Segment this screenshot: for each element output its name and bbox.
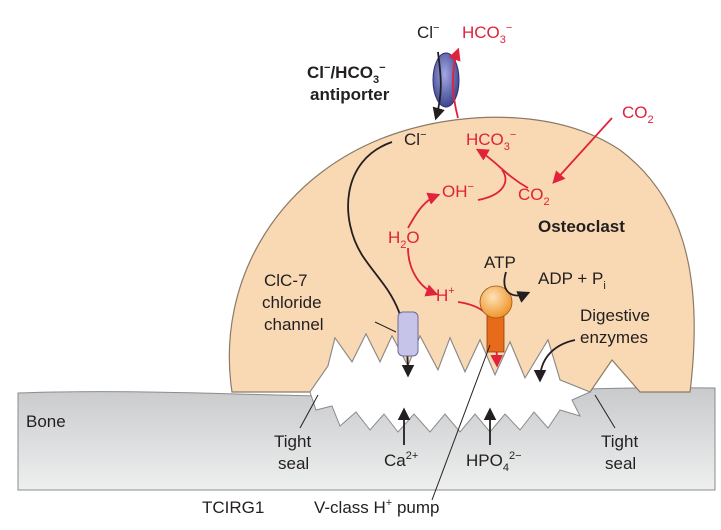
tight-seal-left-line1: Tight — [274, 432, 311, 451]
cl-inside-label: Cl− — [404, 129, 427, 149]
co2-inside-label: CO2 — [518, 185, 550, 208]
atp-arrow — [503, 271, 531, 303]
enzyme-arrow — [533, 339, 576, 383]
digestive-label-line1: Digestive — [580, 306, 650, 325]
vclass-pointer — [431, 344, 491, 501]
co2-right-label: CO2 — [622, 103, 654, 126]
hco3-out-arrow — [448, 47, 461, 119]
oh-to-hco3-arrow — [477, 169, 507, 201]
tight-seal-right-line1: Tight — [601, 432, 638, 451]
clc7-label-line1: ClC-7 — [264, 271, 307, 290]
tight-seal-left-line2: seal — [278, 454, 309, 473]
hco3-top-label: HCO3− — [462, 22, 512, 46]
clc7-label-line3: channel — [264, 315, 324, 334]
osteoclast-cell — [228, 116, 695, 393]
osteoclast-label: Osteoclast — [538, 217, 625, 236]
oh-label: OH− — [442, 181, 474, 201]
tight-seal-right-pointer — [594, 394, 616, 429]
cl-in-arrow — [432, 51, 445, 121]
hpo4-label: HPO42− — [466, 450, 522, 474]
co2-entry-arrow — [552, 117, 613, 184]
h2o-label: H2O — [388, 228, 420, 251]
antiporter-label-line1: Cl−/HCO3− — [307, 62, 386, 86]
tight-seal-left-pointer — [299, 394, 319, 429]
h2o-to-oh-arrow — [407, 192, 441, 229]
antiporter-label-line2: antiporter — [310, 85, 390, 104]
pump-head — [479, 285, 513, 319]
clc7-label-line2: chloride — [262, 293, 322, 312]
clc7-pointer — [374, 321, 397, 333]
h2o-to-h-arrow — [407, 247, 439, 297]
tight-seal-right-line2: seal — [605, 454, 636, 473]
co2-to-hco3-arrow — [475, 148, 529, 189]
hco3-inside-label: HCO3− — [466, 129, 516, 153]
adp-label: ADP + Pi — [538, 269, 606, 292]
tcirg1-label: TCIRG1 — [202, 498, 264, 517]
vclass-pump-label: V-class H+ pump — [314, 497, 439, 517]
digestive-label-line2: enzymes — [580, 328, 648, 347]
ca-label: Ca2+ — [384, 450, 418, 470]
chloride-channel — [397, 311, 419, 357]
cl-top-label: Cl− — [417, 22, 440, 42]
atp-label: ATP — [484, 253, 516, 272]
hplus-label: H+ — [436, 285, 455, 305]
bone-label: Bone — [26, 412, 66, 431]
